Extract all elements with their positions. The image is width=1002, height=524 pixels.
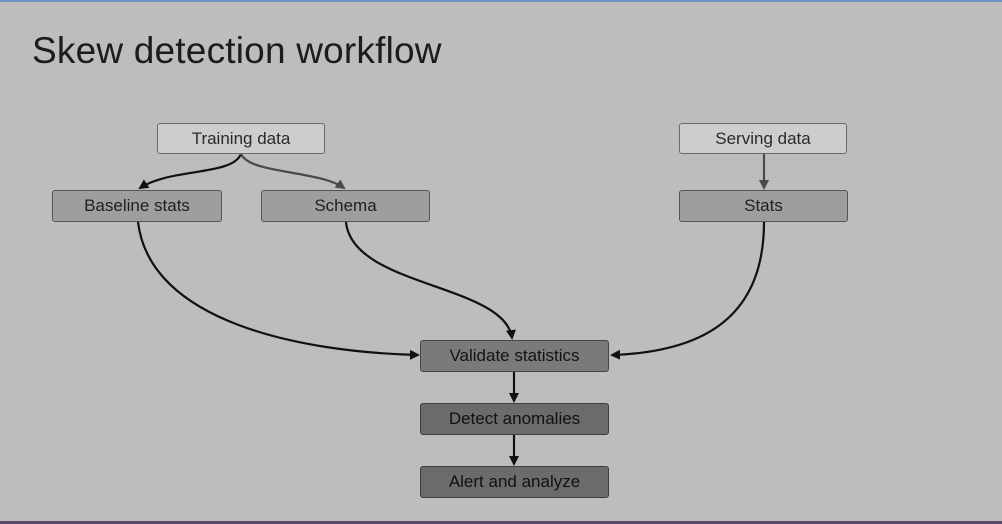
edge-training-to-baseline (138, 153, 243, 190)
node-validate-statistics: Validate statistics (420, 340, 609, 372)
node-schema: Schema (261, 190, 430, 222)
edge-stats-to-validate (610, 221, 766, 360)
slide-title: Skew detection workflow (32, 30, 442, 71)
edge-schema-to-validate (344, 221, 516, 340)
node-serving-data: Serving data (679, 123, 847, 154)
edge-baseline-to-validate (136, 221, 420, 360)
node-detect-anomalies: Detect anomalies (420, 403, 609, 435)
node-alert-and-analyze: Alert and analyze (420, 466, 609, 498)
node-stats: Stats (679, 190, 848, 222)
node-training-data: Training data (157, 123, 325, 154)
edge-training-to-schema (239, 153, 346, 190)
node-baseline-stats: Baseline stats (52, 190, 222, 222)
